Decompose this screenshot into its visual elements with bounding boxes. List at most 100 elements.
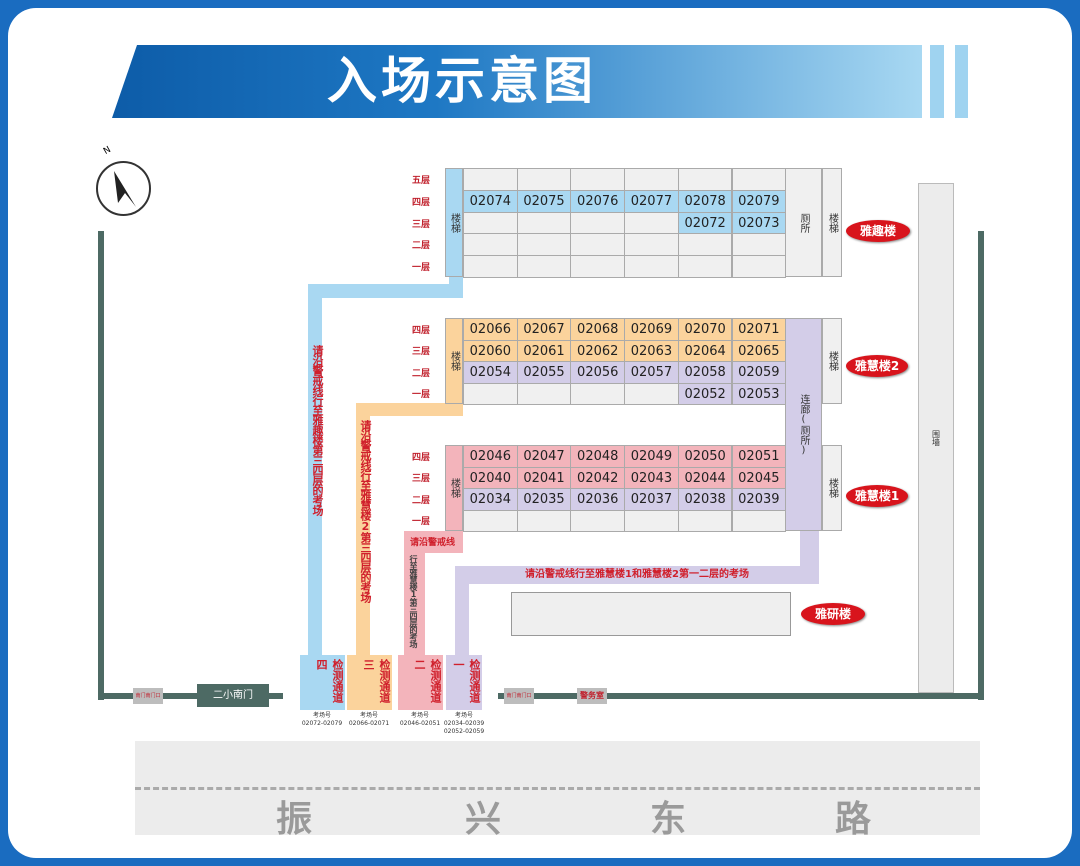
- wall-south-right: [498, 693, 984, 699]
- route-4-path: [308, 284, 322, 656]
- exam-room: [677, 233, 733, 257]
- exam-room: 02052: [677, 382, 733, 405]
- exam-room: 02035: [516, 488, 572, 511]
- stair-right: 楼梯: [822, 445, 842, 531]
- exam-room: 02065: [731, 339, 787, 362]
- route-2-label: 请沿警戒线: [404, 531, 463, 553]
- exam-room: 02071: [731, 318, 787, 341]
- road-name-char: 路: [835, 799, 872, 840]
- exam-room: 02078: [677, 189, 733, 213]
- exam-room: 02049: [624, 445, 679, 468]
- road-name-char: 东: [650, 799, 687, 840]
- route-3-label: 请沿警戒线行至雅慧楼2第三四层的考场: [359, 420, 372, 602]
- exam-room: 02053: [731, 382, 787, 405]
- floor-label: 四层: [411, 325, 430, 336]
- exam-room: 02060: [463, 339, 518, 362]
- floor-label: 一层: [411, 517, 430, 528]
- exam-room: 02072: [677, 211, 733, 235]
- label-yahui1: 雅慧楼1: [846, 485, 908, 507]
- exam-room: 02063: [624, 339, 679, 362]
- floor-label: 二层: [411, 368, 430, 379]
- exam-room: 02051: [731, 445, 787, 468]
- floor-label: 一层: [411, 390, 430, 401]
- wall-east: [978, 231, 984, 700]
- exam-room: [677, 255, 733, 278]
- exam-room: [570, 168, 626, 191]
- stair-left: 楼梯: [445, 168, 463, 277]
- floor-label: 三层: [411, 474, 430, 485]
- road-name-char: 振: [276, 799, 313, 840]
- exam-room: [624, 168, 679, 191]
- exam-room: 02076: [570, 189, 626, 213]
- toilet: 厕所: [785, 168, 822, 277]
- exam-room: [463, 233, 518, 257]
- exam-room: 02047: [516, 445, 572, 468]
- exam-room: [570, 509, 626, 532]
- road-centerline: [135, 787, 980, 790]
- exam-room: [677, 168, 733, 191]
- exam-room: [624, 382, 679, 405]
- exam-room: [516, 233, 572, 257]
- exam-room: 02046: [463, 445, 518, 468]
- exam-room: 02059: [731, 361, 787, 384]
- route-4-path: [308, 284, 463, 298]
- gate-4: 检测通道四: [300, 655, 345, 710]
- route-4-label: 请沿警戒线行至雅趣楼第三四层的考场: [311, 345, 324, 515]
- exam-room: 02054: [463, 361, 518, 384]
- exam-room: [731, 509, 787, 532]
- exam-room: 02041: [516, 466, 572, 489]
- label-yayan: 雅研楼: [801, 603, 865, 625]
- banner-stripe: [930, 45, 944, 118]
- exam-room: [516, 168, 572, 191]
- exam-room: 02068: [570, 318, 626, 341]
- exam-room: [731, 233, 787, 257]
- route-2-label-cont: 行至雅慧楼1第三四层的考场: [409, 555, 418, 647]
- exam-room: 02050: [677, 445, 733, 468]
- wall-south-left: [98, 693, 283, 699]
- building-yayan: [511, 592, 791, 636]
- exam-room: 02061: [516, 339, 572, 362]
- wall-west: [98, 231, 104, 700]
- exam-room: 02042: [570, 466, 626, 489]
- exam-room: 02064: [677, 339, 733, 362]
- stair-right: 楼梯: [822, 318, 842, 404]
- small-gate-2: 南门南门口: [504, 688, 534, 704]
- exam-room: 02038: [677, 488, 733, 511]
- floor-label: 三层: [411, 347, 430, 358]
- route-3-path: [356, 403, 370, 656]
- exam-room: 02039: [731, 488, 787, 511]
- exam-room: 02058: [677, 361, 733, 384]
- exam-room: [516, 382, 572, 405]
- exam-room: 02043: [624, 466, 679, 489]
- exam-room: [624, 509, 679, 532]
- title-banner: [112, 45, 922, 118]
- exam-room: [731, 168, 787, 191]
- gate-3: 检测通道三: [347, 655, 392, 710]
- exam-room: 02057: [624, 361, 679, 384]
- route-1-path: [455, 566, 469, 656]
- exam-room: 02073: [731, 211, 787, 235]
- exam-room: 02075: [516, 189, 572, 213]
- exam-room: 02070: [677, 318, 733, 341]
- exam-room: [463, 211, 518, 235]
- map-frame: [8, 8, 1072, 858]
- exam-room: [677, 509, 733, 532]
- exam-room: 02067: [516, 318, 572, 341]
- exam-room: 02040: [463, 466, 518, 489]
- exam-room: 02055: [516, 361, 572, 384]
- exam-room: 02077: [624, 189, 679, 213]
- floor-label: 一层: [411, 263, 430, 274]
- exam-room: 02056: [570, 361, 626, 384]
- exam-room: 02034: [463, 488, 518, 511]
- exam-room: [463, 382, 518, 405]
- corridor: 连廊(厕所): [785, 318, 822, 531]
- exam-room: 02066: [463, 318, 518, 341]
- exam-room: [570, 255, 626, 278]
- exam-room: 02062: [570, 339, 626, 362]
- exam-room: 02036: [570, 488, 626, 511]
- floor-label: 五层: [411, 175, 430, 186]
- road-name-char: 兴: [465, 799, 502, 840]
- floor-label: 二层: [411, 495, 430, 506]
